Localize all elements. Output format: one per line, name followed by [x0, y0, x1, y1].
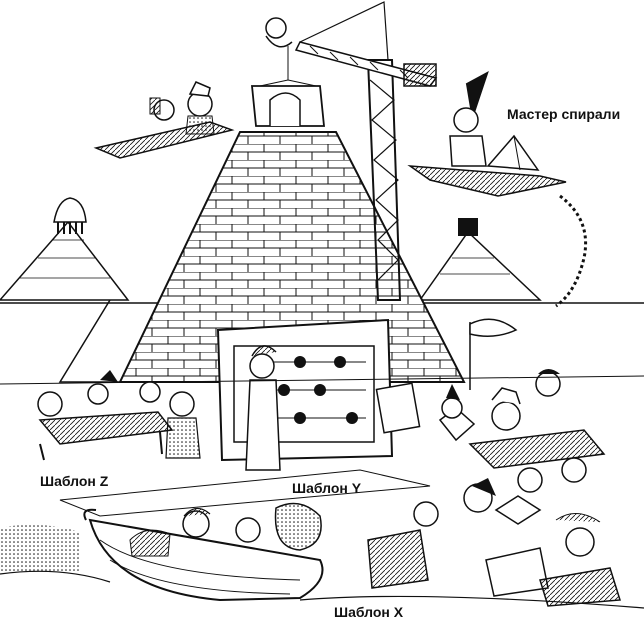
spiral-trail	[555, 194, 588, 308]
bottom-right-workers	[367, 457, 621, 607]
water	[0, 524, 80, 572]
ground-line	[0, 375, 644, 385]
main-pyramid	[58, 131, 466, 383]
right-background-pyramid	[418, 218, 542, 301]
boat	[83, 502, 324, 602]
caption-template-z: Шаблон Z	[40, 473, 109, 489]
figure-at-abacus	[245, 345, 281, 471]
crane	[265, 1, 438, 301]
right-workers-area	[375, 318, 606, 469]
pyramid-top-piece	[251, 79, 325, 127]
sand-path	[59, 469, 431, 517]
flying-carpet-left	[93, 81, 235, 159]
caption-master-spiral: Мастер спирали	[507, 106, 621, 122]
river-bank	[0, 570, 644, 609]
left-workers-table	[37, 370, 201, 461]
flying-carpet-right	[407, 70, 567, 197]
left-background-pyramid	[0, 197, 130, 301]
caption-template-y: Шаблон Y	[292, 480, 362, 496]
caption-template-x: Шаблон X	[334, 604, 404, 620]
abacus-cabinet	[216, 318, 394, 462]
